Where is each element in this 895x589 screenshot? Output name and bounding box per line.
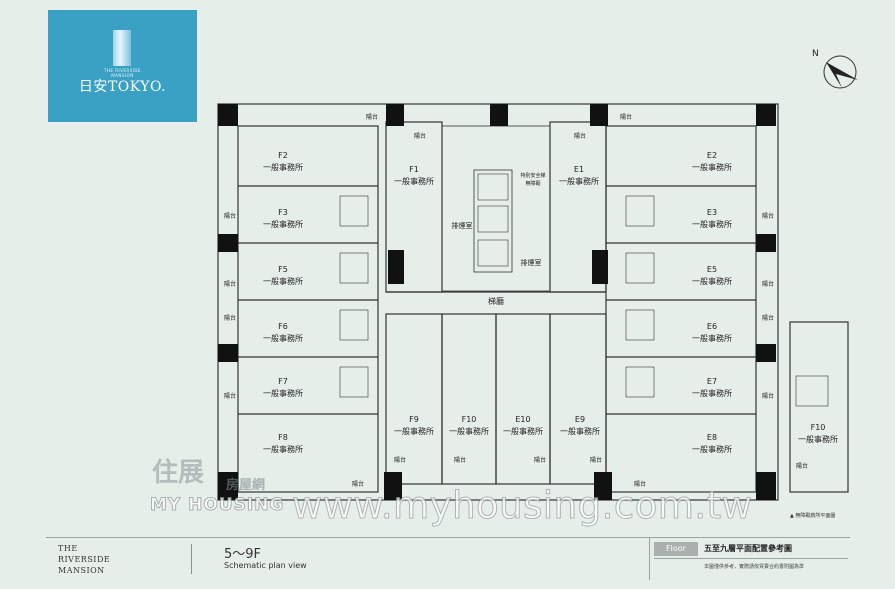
brand-name: 日安TOKYO. <box>78 79 167 95</box>
inset-unit-use: 一般事務所 <box>798 434 838 444</box>
unit-E6-use: 一般事務所 <box>692 333 732 343</box>
svg-text:陽台: 陽台 <box>762 392 774 400</box>
right-units: E2 一般事務所 E3 一般事務所 E5 一般事務所 E6 一般事務所 E7 一… <box>692 151 732 454</box>
watermark-logo-en: MY HOUSING <box>149 495 285 516</box>
unit-E10-use: 一般事務所 <box>503 426 543 436</box>
structural-columns <box>218 104 776 500</box>
brand-logo: THE RIVERSIDE MANSION 日安TOKYO. <box>48 10 197 122</box>
unit-E8-id: E8 <box>707 433 717 442</box>
svg-text:陽台: 陽台 <box>762 314 774 322</box>
svg-text:陽台: 陽台 <box>634 480 646 488</box>
unit-E3-use: 一般事務所 <box>692 219 732 229</box>
inset-unit-id: F10 <box>811 423 826 432</box>
footer-bar: THE RIVERSIDE MANSION 5〜9F Schematic pla… <box>46 537 850 580</box>
disclaimer-note: 本圖僅供參考，實際請依買賣合約書附圖為準 <box>704 564 805 570</box>
balcony-labels: 陽台陽台 陽台陽台 陽台陽台 陽台陽台 陽台陽台 陽台陽台 陽台陽台 陽台陽台 … <box>224 113 808 488</box>
svg-text:陽台: 陽台 <box>224 280 236 288</box>
unit-F8-id: F8 <box>278 433 288 442</box>
svg-text:陽台: 陽台 <box>762 212 774 220</box>
unit-F3-id: F3 <box>278 208 288 217</box>
unit-E6-id: E6 <box>707 322 717 331</box>
watermark-logo-cn: 房屋網 <box>226 478 266 493</box>
svg-text:陽台: 陽台 <box>454 456 466 464</box>
floor-tag: Floor <box>654 542 698 556</box>
svg-text:陽台: 陽台 <box>574 132 586 140</box>
footer-divider <box>191 544 192 574</box>
floor-range: 5〜9F <box>224 547 262 562</box>
unit-E1-id: E1 <box>574 165 584 174</box>
unit-E7-use: 一般事務所 <box>692 388 732 398</box>
plan-title: 五至九層平面配置參考圖 <box>704 544 792 553</box>
unit-F10-use: 一般事務所 <box>449 426 489 436</box>
unit-F5-use: 一般事務所 <box>263 276 303 286</box>
svg-text:陽台: 陽台 <box>414 132 426 140</box>
unit-E5-use: 一般事務所 <box>692 276 732 286</box>
watermark-url: www.myhousing.com.tw <box>291 484 753 528</box>
svg-text:陽台: 陽台 <box>394 456 406 464</box>
footer-rule <box>654 558 848 559</box>
stair-hall: 梯廳 <box>488 296 504 306</box>
unit-F2-id: F2 <box>278 151 288 160</box>
svg-text:陽台: 陽台 <box>366 113 378 121</box>
building-outline <box>217 103 849 501</box>
unit-E10-id: E10 <box>515 415 530 424</box>
unit-F3-use: 一般事務所 <box>263 219 303 229</box>
compass-label: N <box>812 49 819 59</box>
unit-F10-id: F10 <box>462 415 477 424</box>
unit-E9-id: E9 <box>575 415 585 424</box>
unit-E7-id: E7 <box>707 377 717 386</box>
center-units: F1 一般事務所 E1 一般事務所 F9 一般事務所 F10 一般事務所 E10… <box>394 165 838 444</box>
project-name: THE RIVERSIDE MANSION <box>58 544 111 575</box>
unit-E9-use: 一般事務所 <box>560 426 600 436</box>
svg-text:陽台: 陽台 <box>762 280 774 288</box>
unit-F9-id: F9 <box>409 415 419 424</box>
unit-F2-use: 一般事務所 <box>263 162 303 172</box>
unit-F1-use: 一般事務所 <box>394 176 434 186</box>
unit-E1-use: 一般事務所 <box>559 176 599 186</box>
svg-text:陽台: 陽台 <box>224 314 236 322</box>
unit-F7-id: F7 <box>278 377 288 386</box>
unit-F8-use: 一般事務所 <box>263 444 303 454</box>
unit-F9-use: 一般事務所 <box>394 426 434 436</box>
smoke-room-left: 排煙室 <box>452 221 473 230</box>
svg-text:陽台: 陽台 <box>534 456 546 464</box>
svg-text:陽台: 陽台 <box>796 462 808 470</box>
watermark-logo-top: 住展 <box>152 458 205 488</box>
brand-subtitle: THE RIVERSIDE MANSION <box>103 68 142 78</box>
unit-E3-id: E3 <box>707 208 717 217</box>
unit-F5-id: F5 <box>278 265 288 274</box>
svg-text:陽台: 陽台 <box>352 480 364 488</box>
plan-label: Schematic plan view <box>224 561 307 570</box>
north-compass-icon: N <box>812 49 858 89</box>
svg-text:陽台: 陽台 <box>224 392 236 400</box>
footer-title-block: Floor 五至九層平面配置參考圖 本圖僅供參考，實際請依買賣合約書附圖為準 <box>649 538 851 580</box>
accessible-room: 無障礙 <box>525 180 540 187</box>
svg-text:陽台: 陽台 <box>620 113 632 121</box>
unit-E8-use: 一般事務所 <box>692 444 732 454</box>
unit-F7-use: 一般事務所 <box>263 388 303 398</box>
unit-E5-id: E5 <box>707 265 717 274</box>
unit-F1-id: F1 <box>409 165 419 174</box>
common-rooms: 排煙室 排煙室 梯廳 特別安全梯 無障礙 <box>452 172 546 306</box>
building-logo-icon <box>113 30 131 66</box>
left-units: F2 一般事務所 F3 一般事務所 F5 一般事務所 F6 一般事務所 F7 一… <box>263 151 303 454</box>
accessible-toilet-legend: ▲ 無障礙廁所平面圖 <box>790 513 836 519</box>
unit-E2-use: 一般事務所 <box>692 162 732 172</box>
svg-text:陽台: 陽台 <box>590 456 602 464</box>
unit-F6-id: F6 <box>278 322 288 331</box>
unit-E2-id: E2 <box>707 151 717 160</box>
smoke-room-right: 排煙室 <box>521 258 542 267</box>
special-stair: 特別安全梯 <box>520 172 545 179</box>
unit-F6-use: 一般事務所 <box>263 333 303 343</box>
svg-text:陽台: 陽台 <box>224 212 236 220</box>
